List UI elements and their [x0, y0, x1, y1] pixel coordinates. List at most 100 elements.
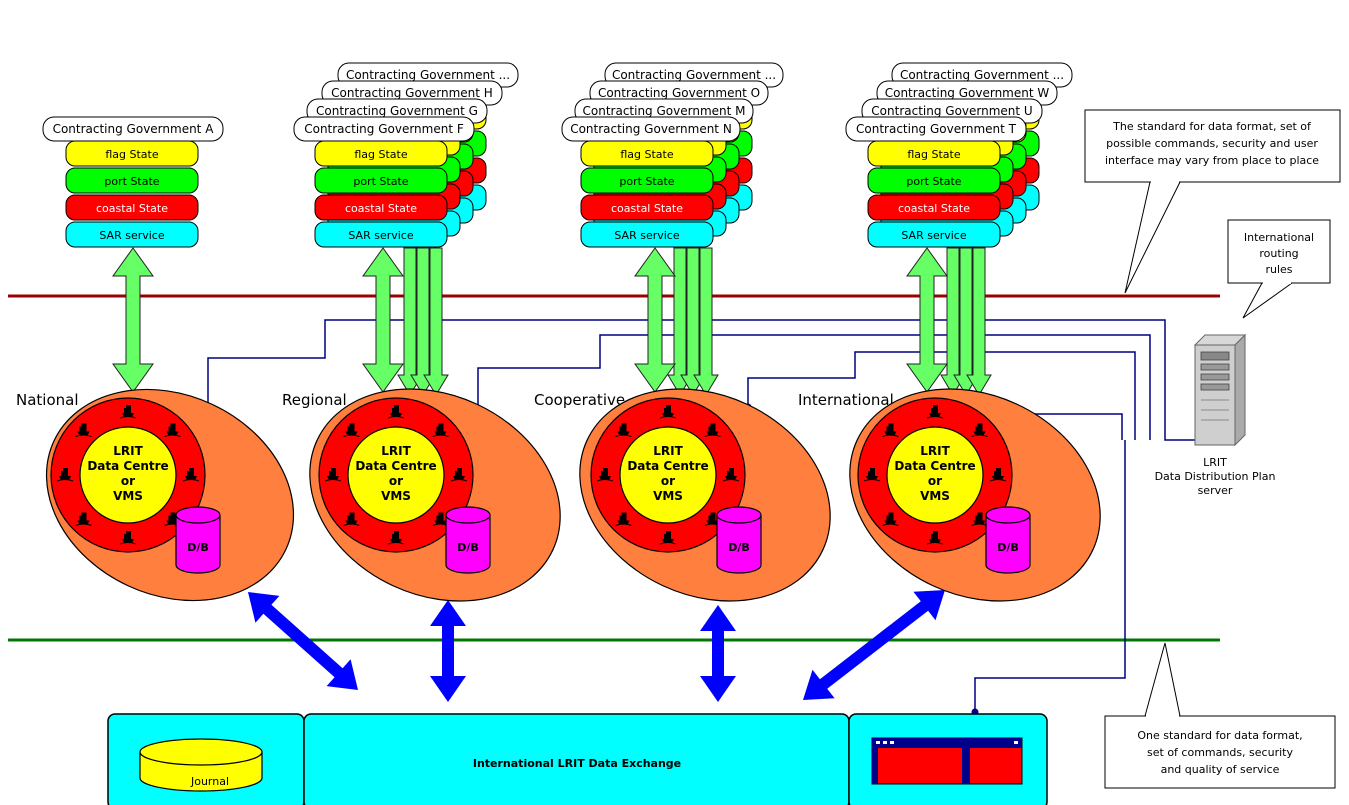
government-label-1-0: Contracting Government F [304, 122, 464, 136]
svg-text:interface may vary from place: interface may vary from place to place [1105, 154, 1319, 167]
government-label-1-1: Contracting Government G [316, 104, 478, 118]
blue-exchange-arrows [248, 590, 945, 702]
centre-text-3-0: LRIT [920, 444, 950, 458]
centre-text-0-1: Data Centre [87, 459, 168, 473]
wire-4 [974, 440, 1126, 712]
svg-text:routing: routing [1259, 247, 1298, 260]
blue-arrow-international [803, 590, 945, 700]
government-label-1-2: Contracting Government H [331, 86, 493, 100]
stack-box-1-1 [314, 167, 448, 194]
callout-single-standard: One standard for data format, set of com… [1104, 642, 1336, 789]
db-label-0: D/B [187, 541, 209, 554]
svg-text:rules: rules [1265, 263, 1292, 276]
stack-box-3-2 [867, 194, 1001, 221]
stack-label-3-3: SAR service [901, 229, 966, 242]
server-icon [1193, 333, 1247, 447]
green-arrow-secondary-1-0 [667, 247, 693, 396]
db-label-2: D/B [728, 541, 750, 554]
stack-label-0-3: SAR service [99, 229, 164, 242]
stack-label-2-3: SAR service [614, 229, 679, 242]
svg-text:International: International [1244, 231, 1314, 244]
stack-label-1-2: coastal State [345, 202, 417, 215]
callout-routing-rules: International routing rules [1227, 219, 1331, 319]
stack-label-1-1: port State [353, 175, 408, 188]
data-centre-core-3 [886, 426, 984, 524]
wire-3 [1021, 413, 1123, 440]
government-label-1-3: Contracting Government ... [346, 68, 510, 82]
green-arrow-secondary-0-0 [397, 247, 423, 396]
svg-text:set of commands, security: set of commands, security [1147, 746, 1293, 759]
column-label-3: International [798, 391, 894, 409]
blue-arrow-cooperative [700, 605, 736, 702]
green-arrow-national [112, 247, 154, 393]
stack-box-1-2 [314, 194, 448, 221]
column-label-1: Regional [282, 391, 347, 409]
blue-arrow-regional [430, 600, 466, 702]
column-3: Contracting Government ... Contracting Go… [798, 62, 1101, 602]
government-label-2-1: Contracting Government M [583, 104, 746, 118]
stack-label-1-3: SAR service [348, 229, 413, 242]
stack-box-2-0 [580, 140, 714, 167]
server-label-line3: server [1198, 484, 1233, 497]
centre-text-0-2: or [121, 474, 135, 488]
stack-box-2-2 [580, 194, 714, 221]
db-top-1 [445, 506, 491, 524]
stack-label-2-1: port State [619, 175, 674, 188]
stack-box-0-2 [65, 194, 199, 221]
centre-text-2-3: VMS [653, 489, 683, 503]
stack-label-2-2: coastal State [611, 202, 683, 215]
centre-text-2-1: Data Centre [627, 459, 708, 473]
green-arrow-secondary-1-1 [680, 247, 706, 396]
government-label-3-3: Contracting Government ... [900, 68, 1064, 82]
centre-text-3-1: Data Centre [894, 459, 975, 473]
wire-0 [207, 319, 1195, 441]
column-label-2: Cooperative [534, 391, 625, 409]
green-link-arrows [112, 247, 992, 396]
green-arrow-secondary-2-1 [953, 247, 979, 396]
column-label-0: National [16, 391, 79, 409]
db-label-1: D/B [457, 541, 479, 554]
stack-box-0-3 [65, 221, 199, 248]
stack-box-0-1 [65, 167, 199, 194]
column-2: Contracting Government ...Contracting Go… [534, 62, 831, 602]
centre-text-2-0: LRIT [653, 444, 683, 458]
callout-variable-standard: The standard for data format, set of pos… [1084, 109, 1341, 294]
government-label-2-2: Contracting Government O [598, 86, 760, 100]
stack-box-3-3 [867, 221, 1001, 248]
console-window-icon [871, 737, 1023, 785]
db-cylinder-0 [175, 515, 221, 574]
data-centre-core-0 [79, 426, 177, 524]
blue-arrow-national [248, 592, 358, 690]
svg-text:possible commands, security an: possible commands, security and user [1106, 137, 1318, 150]
stack-label-0-0: flag State [105, 148, 158, 161]
db-top-3 [985, 506, 1031, 524]
green-arrow-secondary-2-2 [966, 247, 992, 396]
svg-text:One standard for data format,: One standard for data format, [1137, 729, 1302, 742]
server-label-line2: Data Distribution Plan [1155, 470, 1276, 483]
government-label-2-0: Contracting Government N [570, 122, 732, 136]
stack-box-0-0 [65, 140, 199, 167]
data-centre-core-2 [619, 426, 717, 524]
journal-database-icon [139, 738, 263, 792]
stack-box-2-3 [580, 221, 714, 248]
green-arrow-secondary-0-2 [423, 247, 449, 396]
centre-text-1-1: Data Centre [355, 459, 436, 473]
svg-text:The standard for data format,: The standard for data format, set of [1112, 120, 1312, 133]
stack-box-3-1 [867, 167, 1001, 194]
column-1: Contracting Government ... Contracting Go… [282, 62, 561, 602]
wire-1 [477, 334, 1151, 440]
stack-box-1-3 [314, 221, 448, 248]
government-label-3-0: Contracting Government T [856, 122, 1017, 136]
db-cylinder-2 [716, 515, 762, 574]
centre-text-0-3: VMS [113, 489, 143, 503]
centre-text-0-0: LRIT [113, 444, 143, 458]
centre-text-3-3: VMS [920, 489, 950, 503]
centre-text-1-3: VMS [381, 489, 411, 503]
green-arrow-secondary-2-0 [940, 247, 966, 396]
government-label-3-2: Contracting Government W [885, 86, 1050, 100]
wire-2 [747, 351, 1136, 440]
svg-text:and quality of service: and quality of service [1161, 763, 1280, 776]
stack-label-0-2: coastal State [96, 202, 168, 215]
